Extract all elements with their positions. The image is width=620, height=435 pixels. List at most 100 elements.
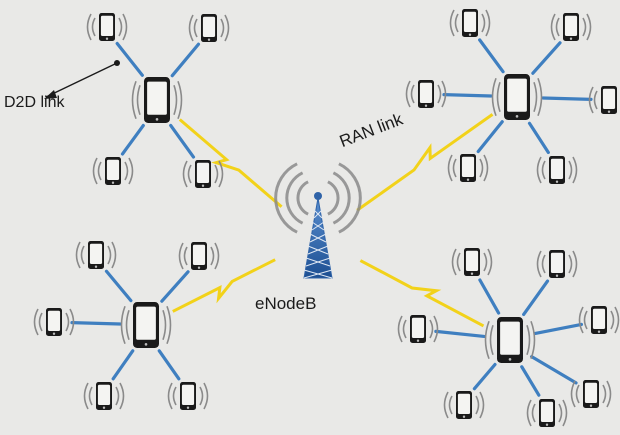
d2d-link-pointer (44, 60, 120, 99)
smartphone-screen (500, 321, 520, 355)
d2d-link-line (104, 269, 133, 303)
smartphone-screen (202, 16, 216, 37)
enodeb-tower-icon (274, 162, 362, 279)
home-button (515, 115, 519, 118)
signal-waves-icon (475, 395, 480, 415)
pointer-dot (114, 60, 120, 66)
peer-device-smartphone-icon (92, 157, 134, 185)
smartphone-screen (419, 82, 433, 103)
peer-device-smartphone-icon (536, 250, 578, 278)
signal-waves-icon (570, 380, 576, 408)
home-button (155, 118, 159, 121)
signal-waves-icon (583, 310, 588, 330)
d2d-link-line (530, 355, 578, 385)
signal-waves-icon (575, 384, 580, 404)
signal-waves-icon (118, 17, 123, 37)
tower-antenna-tip (314, 192, 322, 200)
signal-waves-icon (97, 161, 102, 181)
peer-device-smartphone-icon (570, 380, 612, 408)
signal-waves-icon (533, 82, 538, 112)
signal-waves-icon (218, 160, 224, 188)
pointer-line (45, 62, 118, 98)
home-button (186, 406, 190, 409)
peer-device-smartphone-icon (526, 399, 568, 427)
signal-waves-icon (162, 310, 167, 340)
signal-waves-icon (210, 246, 215, 266)
d2d-link-line (522, 279, 550, 317)
devices (33, 9, 620, 427)
signal-waves-icon (92, 157, 98, 185)
tower-signal-arc (332, 171, 351, 225)
d2d-link-label: D2D link (4, 94, 65, 111)
signal-waves-icon (454, 13, 459, 33)
peer-device-smartphone-icon (178, 242, 220, 270)
signal-waves-icon (586, 13, 592, 41)
signal-waves-icon (531, 403, 536, 423)
home-button (597, 330, 601, 333)
smartphone-screen (463, 11, 477, 32)
signal-waves-icon (224, 14, 230, 42)
signal-waves-icon (483, 154, 489, 182)
ran-link-lightning-bolt-icon (356, 113, 494, 212)
pointer-arrowhead-icon (44, 90, 57, 99)
peer-device-smartphone-icon (550, 13, 592, 41)
smartphone-screen (592, 308, 606, 329)
signal-waves-icon (541, 160, 546, 180)
smartphone-screen (147, 81, 167, 115)
signal-waves-icon (496, 82, 501, 112)
home-button (52, 332, 56, 335)
home-button (569, 37, 573, 40)
signal-waves-icon (541, 254, 546, 274)
smartphone-screen (100, 15, 114, 36)
signal-waves-icon (484, 321, 490, 359)
d2d-link-line (472, 362, 497, 391)
smartphone-screen (550, 252, 564, 273)
signal-waves-icon (173, 85, 178, 115)
tower-signal-arc (274, 162, 298, 234)
signal-waves-icon (443, 391, 449, 419)
smartphone-screen (540, 401, 554, 422)
signal-waves-icon (491, 78, 497, 116)
tower-lattice (305, 257, 331, 267)
signal-waves-icon (397, 315, 403, 343)
home-button (94, 265, 98, 268)
tower-lattice (309, 233, 327, 243)
signal-waves-icon (38, 312, 43, 332)
d2d-link-line (160, 270, 190, 303)
home-button (470, 272, 474, 275)
d2d-link-line (541, 96, 593, 101)
tower-lattice (311, 221, 325, 231)
peer-device-smartphone-icon (405, 80, 447, 108)
home-button (508, 358, 512, 361)
home-button (424, 104, 428, 107)
signal-waves-icon (588, 86, 594, 114)
signal-waves-icon (203, 382, 209, 410)
smartphone-screen (550, 158, 564, 179)
smartphone-screen (89, 243, 103, 264)
peer-device-smartphone-icon (588, 86, 617, 114)
smartphone-screen (465, 250, 479, 271)
signal-waves-icon (550, 13, 556, 41)
smartphone-screen (457, 393, 471, 414)
signal-waves-icon (111, 241, 117, 269)
signal-waves-icon (115, 386, 120, 406)
hub-device-smartphone-icon (131, 77, 183, 123)
signal-waves-icon (483, 252, 488, 272)
hub-device-smartphone-icon (491, 74, 543, 120)
signal-waves-icon (33, 308, 39, 336)
signal-waves-icon (88, 386, 93, 406)
signal-waves-icon (220, 18, 225, 38)
smartphone-screen (181, 384, 195, 405)
home-button (416, 339, 420, 342)
home-button (105, 37, 109, 40)
home-button (197, 266, 201, 269)
signal-waves-icon (572, 250, 578, 278)
signal-waves-icon (166, 306, 172, 344)
tower-signal-arc (338, 162, 362, 234)
peer-device-smartphone-icon (182, 160, 224, 188)
signal-waves-icon (178, 242, 184, 270)
d2d-link-line (70, 321, 122, 326)
signal-waves-icon (69, 308, 75, 336)
signal-waves-icon (606, 380, 612, 408)
